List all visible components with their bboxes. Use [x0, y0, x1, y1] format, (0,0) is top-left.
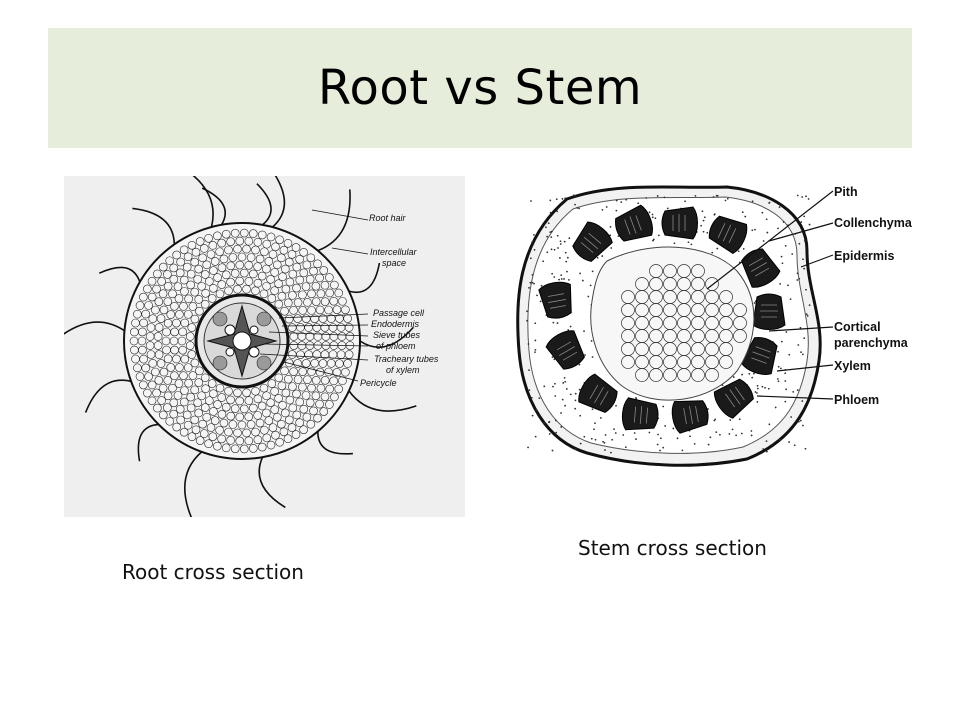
stem-caption: Stem cross section: [578, 536, 767, 560]
label-xylem: Xylem: [834, 359, 871, 373]
label-tracheary-tubes: Tracheary tubes: [374, 354, 439, 364]
label-cortical: Cortical: [834, 320, 881, 334]
root-cross-section-figure: Root hair Intercellular space Passage ce…: [55, 165, 465, 521]
label-intercellular-space: space: [382, 258, 406, 268]
phloem-patches: [212, 311, 272, 371]
label-of-xylem: of xylem: [386, 365, 420, 375]
title-banner: Root vs Stem: [48, 28, 912, 148]
root-leader-lines: [259, 209, 369, 382]
pith-cells: [621, 264, 747, 382]
root-caption: Root cross section: [122, 560, 304, 584]
label-sieve-tubes: Sieve tubes: [373, 330, 421, 340]
label-root-hair: Root hair: [369, 213, 407, 223]
label-phloem: Phloem: [834, 393, 879, 407]
label-pith: Pith: [834, 185, 858, 199]
stem-diagram: Pith Collenchyma Epidermis Cortical pare…: [516, 185, 913, 467]
label-endodermis: Endodermis: [371, 319, 420, 329]
label-epidermis: Epidermis: [834, 249, 894, 263]
root-diagram: Root hair Intercellular space Passage ce…: [55, 165, 465, 521]
pith: [590, 246, 755, 401]
label-parenchyma: parenchyma: [834, 336, 909, 350]
vascular-bundles: [538, 204, 786, 434]
stem-cross-section-figure: Pith Collenchyma Epidermis Cortical pare…: [507, 171, 940, 471]
label-of-phloem: of phloem: [376, 341, 416, 351]
slide-title: Root vs Stem: [317, 60, 643, 116]
label-pericycle: Pericycle: [360, 378, 397, 388]
label-collenchyma: Collenchyma: [834, 216, 913, 230]
cortex-cells: [129, 228, 355, 454]
xylem-cross: [206, 304, 278, 378]
stem-leader-lines: [706, 190, 834, 400]
label-passage-cell: Passage cell: [373, 308, 425, 318]
root-hairs: [55, 165, 417, 521]
label-intercellular: Intercellular: [370, 247, 418, 257]
